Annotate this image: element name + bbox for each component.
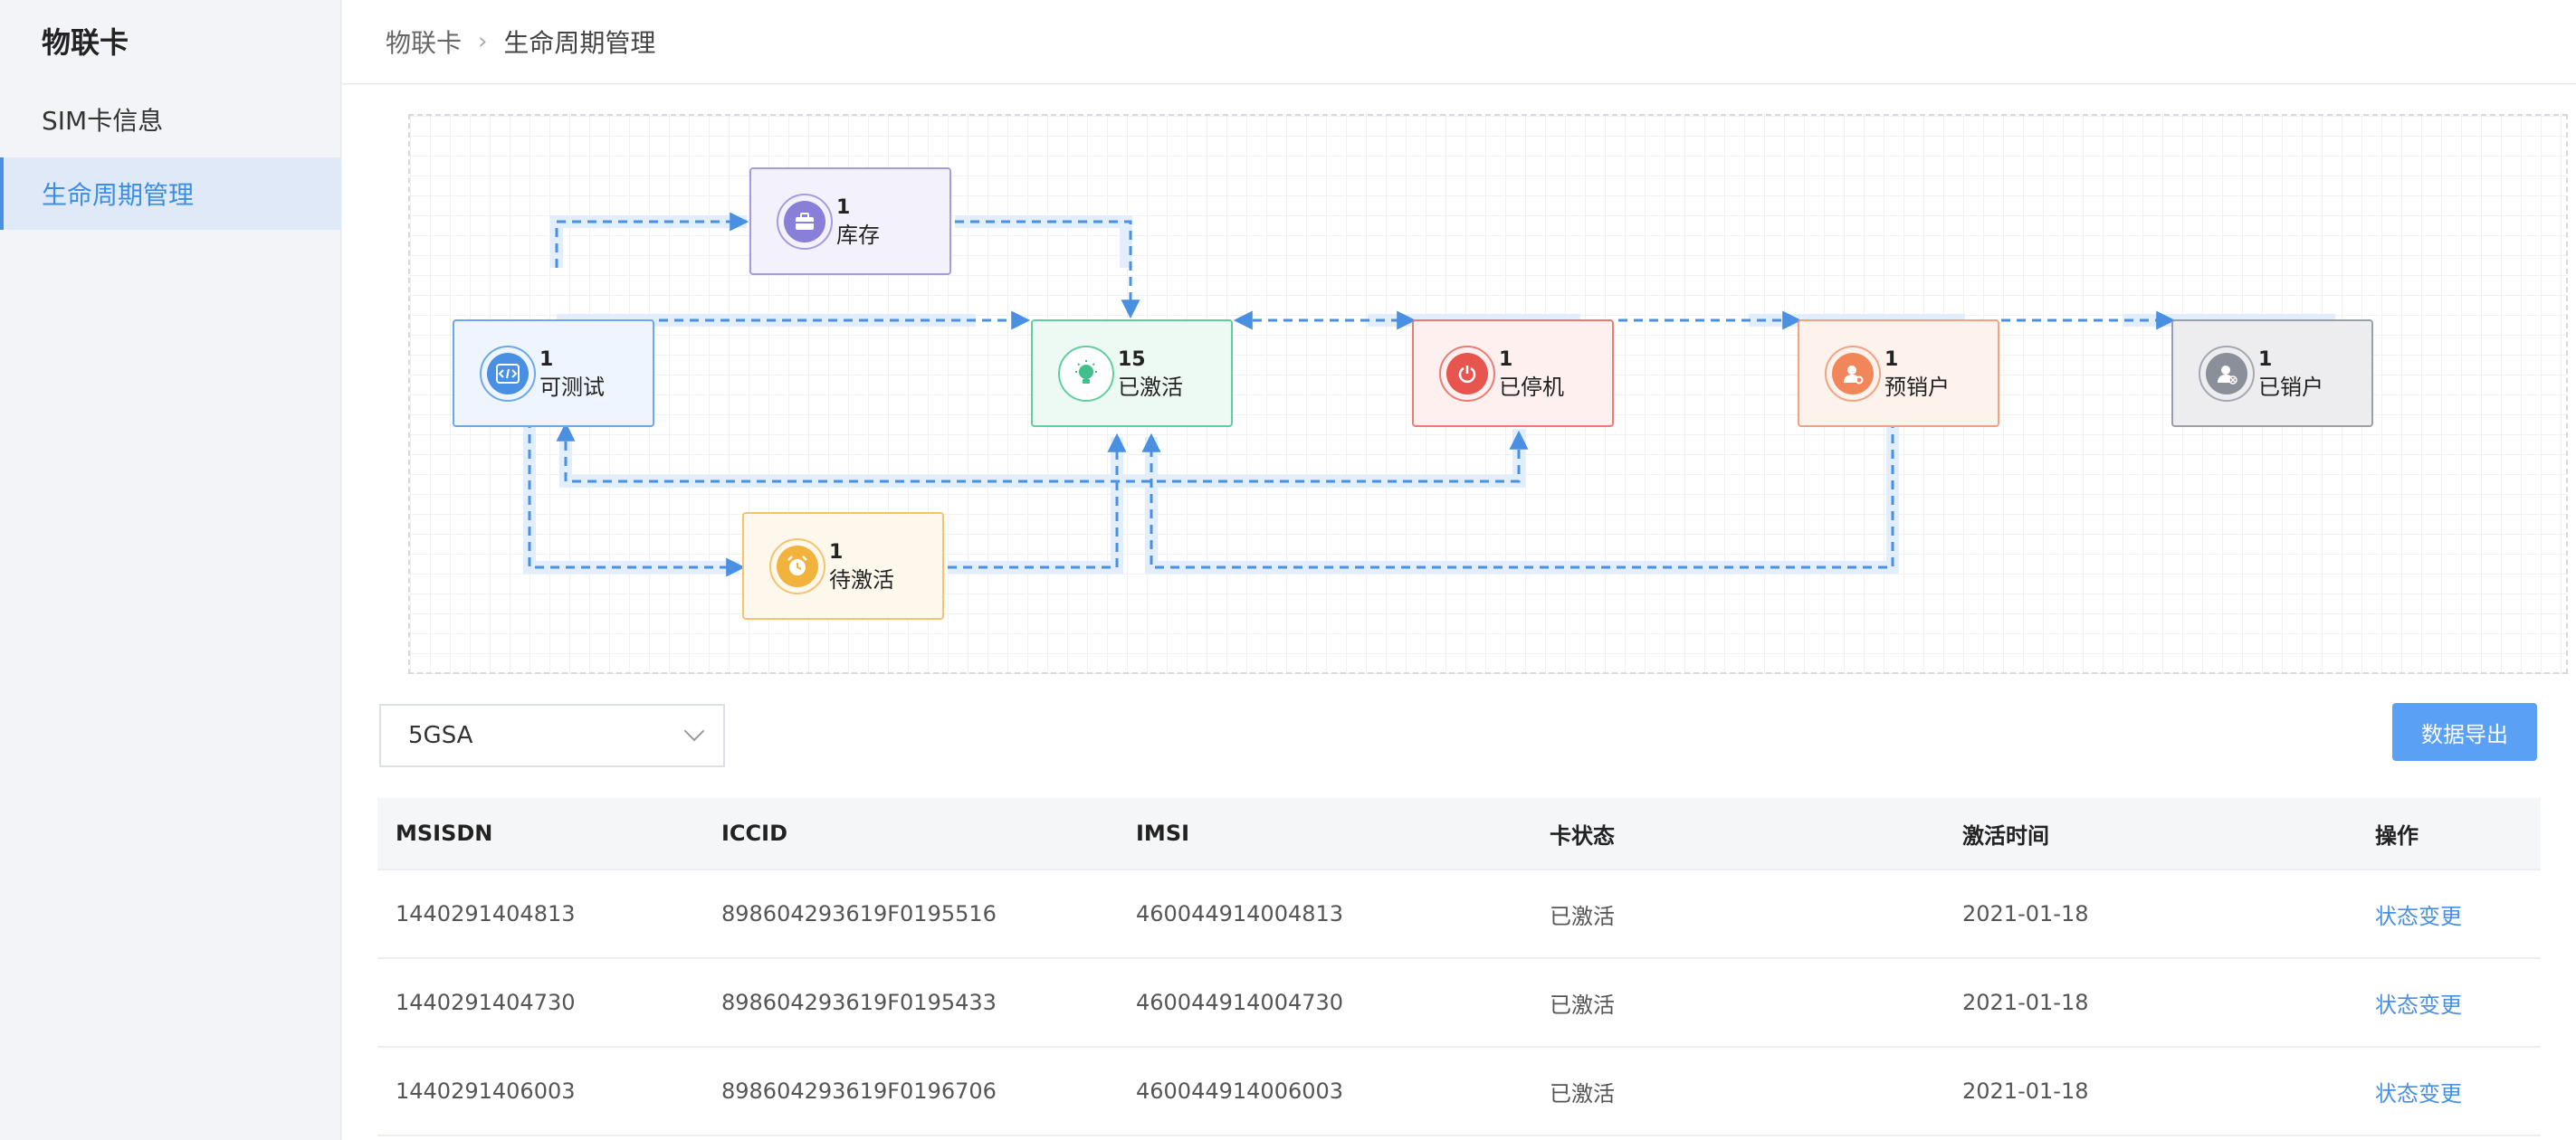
node-label: 已停机 [1499, 374, 1564, 400]
change-status-link[interactable]: 状态变更 [2375, 992, 2462, 1018]
imsi-cell: 460044914006003 [1136, 1078, 1344, 1104]
table-header: MSISDN ICCID IMSI 卡状态 激活时间 操作 [377, 798, 2541, 870]
column-header: MSISDN [396, 821, 493, 846]
msisdn-cell: 1440291406003 [396, 1078, 576, 1104]
node-activated[interactable]: 15 已激活 [1031, 319, 1233, 427]
lifecycle-diagram: 1 可测试 1 库存 15 [408, 114, 2568, 674]
node-inventory[interactable]: 1 库存 [749, 167, 951, 275]
node-label: 已激活 [1118, 374, 1183, 400]
column-header: ICCID [721, 821, 788, 846]
breadcrumb-root[interactable]: 物联卡 [386, 28, 463, 58]
node-pre-cancel[interactable]: 1 预销户 [1798, 319, 1999, 427]
alarm-clock-icon [769, 537, 825, 594]
status-cell: 已激活 [1550, 903, 1615, 929]
node-cancelled[interactable]: 1 已销户 [2171, 319, 2373, 427]
msisdn-cell: 1440291404730 [396, 990, 576, 1015]
change-status-link[interactable]: 状态变更 [2375, 1080, 2462, 1107]
user-remove-icon [2199, 345, 2255, 402]
node-count: 1 [836, 195, 851, 219]
node-count: 1 [539, 347, 554, 371]
transition-arrows [523, 212, 2335, 577]
node-testable[interactable]: 1 可测试 [453, 319, 654, 427]
breadcrumb: 物联卡 › 生命周期管理 [342, 0, 2576, 84]
node-label: 库存 [836, 222, 880, 248]
export-button[interactable]: 数据导出 [2392, 703, 2537, 761]
node-label: 待激活 [829, 566, 894, 593]
node-pending[interactable]: 1 待激活 [742, 512, 944, 620]
code-icon [480, 345, 536, 402]
node-count: 1 [1499, 347, 1513, 371]
node-count: 1 [1884, 347, 1899, 371]
sidebar-item-sim-info[interactable]: SIM卡信息 [42, 106, 164, 136]
node-stopped[interactable]: 1 已停机 [1412, 319, 1614, 427]
column-header: IMSI [1136, 821, 1190, 846]
column-header: 激活时间 [1962, 822, 2049, 849]
activation-date-cell: 2021-01-18 [1962, 990, 2089, 1015]
chevron-right-icon: › [478, 28, 488, 55]
breadcrumb-current: 生命周期管理 [503, 28, 656, 58]
sim-table: MSISDN ICCID IMSI 卡状态 激活时间 操作 1440291404… [377, 798, 2541, 1136]
user-icon [1825, 345, 1881, 402]
msisdn-cell: 1440291404813 [396, 901, 576, 926]
status-cell: 已激活 [1550, 992, 1615, 1018]
node-label: 可测试 [539, 374, 605, 400]
table-row: 1440291404813 898604293619F0195516 46004… [377, 870, 2541, 959]
activation-date-cell: 2021-01-18 [1962, 901, 2089, 926]
column-header: 操作 [2375, 822, 2419, 849]
imsi-cell: 460044914004730 [1136, 990, 1344, 1015]
chevron-down-icon [683, 720, 705, 742]
table-row: 1440291406003 898604293619F0196706 46004… [377, 1048, 2541, 1136]
node-count: 15 [1118, 347, 1146, 371]
node-count: 1 [2258, 347, 2273, 371]
node-count: 1 [829, 540, 844, 564]
iccid-cell: 898604293619F0195433 [721, 990, 997, 1015]
briefcase-icon [777, 193, 833, 250]
node-label: 预销户 [1884, 374, 1950, 400]
status-cell: 已激活 [1550, 1080, 1615, 1107]
brand-title: 物联卡 [42, 25, 129, 60]
power-icon [1439, 345, 1495, 402]
change-status-link[interactable]: 状态变更 [2375, 903, 2462, 929]
column-header: 卡状态 [1550, 822, 1615, 849]
network-type-select[interactable]: 5GSA [379, 704, 725, 767]
lightbulb-icon [1058, 345, 1114, 402]
select-value: 5GSA [408, 722, 473, 749]
sidebar: 物联卡 SIM卡信息 生命周期管理 [0, 0, 341, 1140]
node-label: 已销户 [2258, 374, 2323, 400]
sidebar-item-lifecycle[interactable]: 生命周期管理 [0, 157, 341, 230]
imsi-cell: 460044914004813 [1136, 901, 1344, 926]
table-row: 1440291404730 898604293619F0195433 46004… [377, 959, 2541, 1048]
iccid-cell: 898604293619F0196706 [721, 1078, 997, 1104]
activation-date-cell: 2021-01-18 [1962, 1078, 2089, 1104]
iccid-cell: 898604293619F0195516 [721, 901, 997, 926]
